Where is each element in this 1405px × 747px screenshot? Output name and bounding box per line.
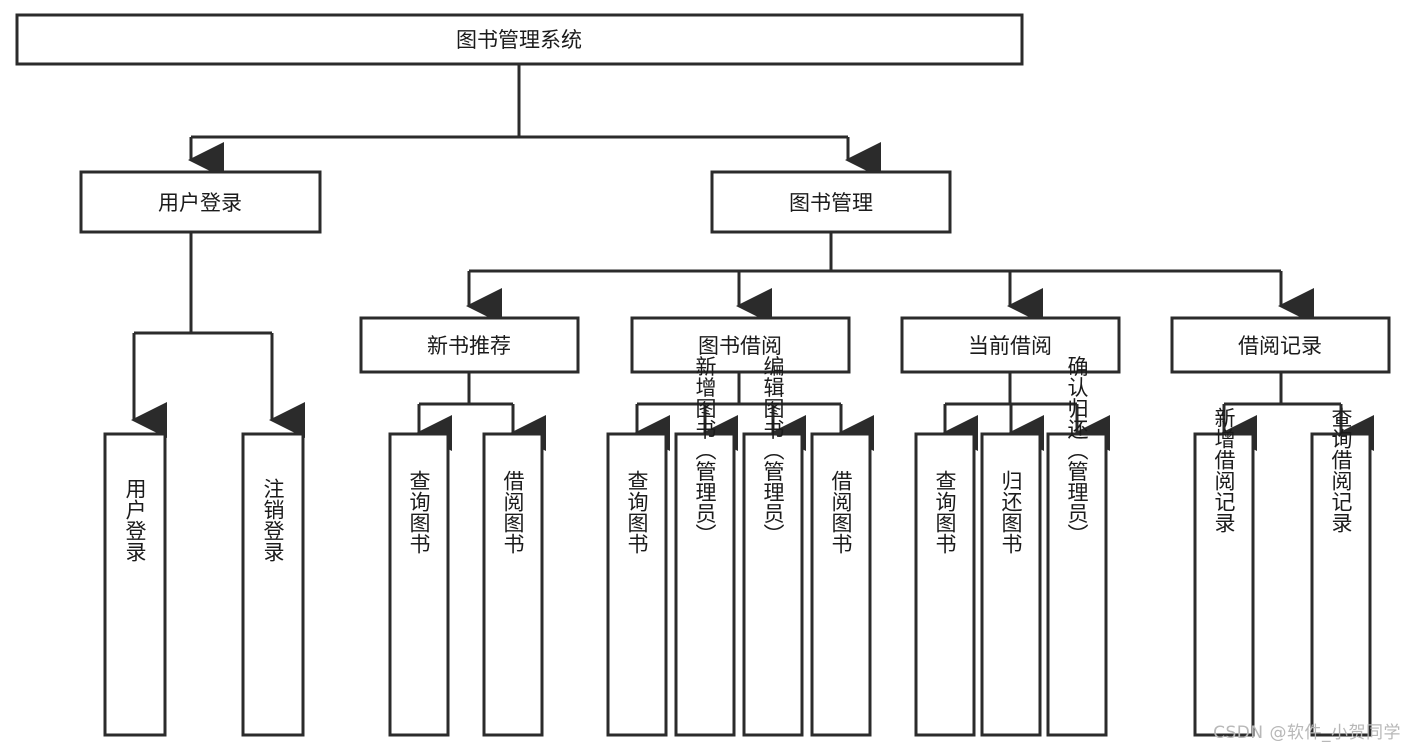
node-root[interactable]: 图书管理系统 [15,13,1024,66]
node-root-label: 图书管理系统 [456,28,582,52]
node-new-book-recommend[interactable]: 新书推荐 [359,316,580,374]
node-leaf-confirm-return-admin[interactable]: 确认归还（管理员） [1046,356,1108,737]
node-leaf-confirm-return-admin-label: 确认归还（管理员） [1065,356,1089,545]
node-borrow-record[interactable]: 借阅记录 [1170,316,1391,374]
node-leaf-logout-login[interactable]: 注销登录 [241,432,305,737]
node-book-borrow-label: 图书借阅 [698,334,782,358]
node-book-management-label: 图书管理 [789,191,873,215]
connector-book-borrow-to-leaves [634,372,874,451]
node-leaf-add-borrow-record-label: 新增借阅记录 [1212,407,1236,533]
connector-borrow-record-to-leaves [1221,372,1374,451]
node-leaf-query-book-1-label: 查询图书 [407,470,431,554]
node-leaf-add-borrow-record[interactable]: 新增借阅记录 [1193,407,1255,737]
node-leaf-user-login[interactable]: 用户登录 [103,432,167,737]
node-leaf-query-book-3-label: 查询图书 [933,470,957,554]
node-book-borrow[interactable]: 图书借阅 [630,316,851,374]
node-leaf-user-login-label: 用户登录 [123,478,147,562]
connector-new-book-recommend-to-leaves [416,372,546,451]
connector-root-to-level1 [188,64,881,178]
node-leaf-borrow-book-1-label: 借阅图书 [501,470,525,554]
node-leaf-add-book-admin[interactable]: 新增图书（管理员） [674,356,736,737]
node-user-login[interactable]: 用户登录 [79,170,322,234]
node-current-borrow-label: 当前借阅 [968,334,1052,358]
connector-current-borrow-to-leaves [942,372,1110,451]
connector-book-management-to-level2 [466,232,1314,324]
node-book-management[interactable]: 图书管理 [710,170,952,234]
node-leaf-edit-book-admin-label: 编辑图书（管理员） [761,356,785,545]
node-leaf-query-book-2-label: 查询图书 [625,470,649,554]
connector-user-login-to-leaves [131,232,305,438]
node-leaf-add-book-admin-label: 新增图书（管理员） [693,356,717,545]
node-leaf-query-book-1[interactable]: 查询图书 [388,432,450,737]
node-leaf-return-book[interactable]: 归还图书 [980,432,1042,737]
node-leaf-query-book-2[interactable]: 查询图书 [606,432,668,737]
node-leaf-borrow-book-1[interactable]: 借阅图书 [482,432,544,737]
csdn-watermark: CSDN @软件_小贺同学 [1213,723,1401,743]
node-user-login-label: 用户登录 [158,191,242,215]
node-leaf-return-book-label: 归还图书 [999,470,1023,554]
node-leaf-edit-book-admin[interactable]: 编辑图书（管理员） [742,356,804,737]
node-current-borrow[interactable]: 当前借阅 [900,316,1121,374]
node-leaf-borrow-book-2-label: 借阅图书 [829,470,853,554]
node-leaf-borrow-book-2[interactable]: 借阅图书 [810,432,872,737]
node-new-book-recommend-label: 新书推荐 [427,334,511,358]
node-leaf-query-borrow-record[interactable]: 查询借阅记录 [1310,407,1372,737]
node-leaf-query-book-3[interactable]: 查询图书 [914,432,976,737]
node-leaf-logout-login-label: 注销登录 [261,478,285,562]
node-leaf-query-borrow-record-label: 查询借阅记录 [1329,407,1353,533]
node-borrow-record-label: 借阅记录 [1238,334,1322,358]
